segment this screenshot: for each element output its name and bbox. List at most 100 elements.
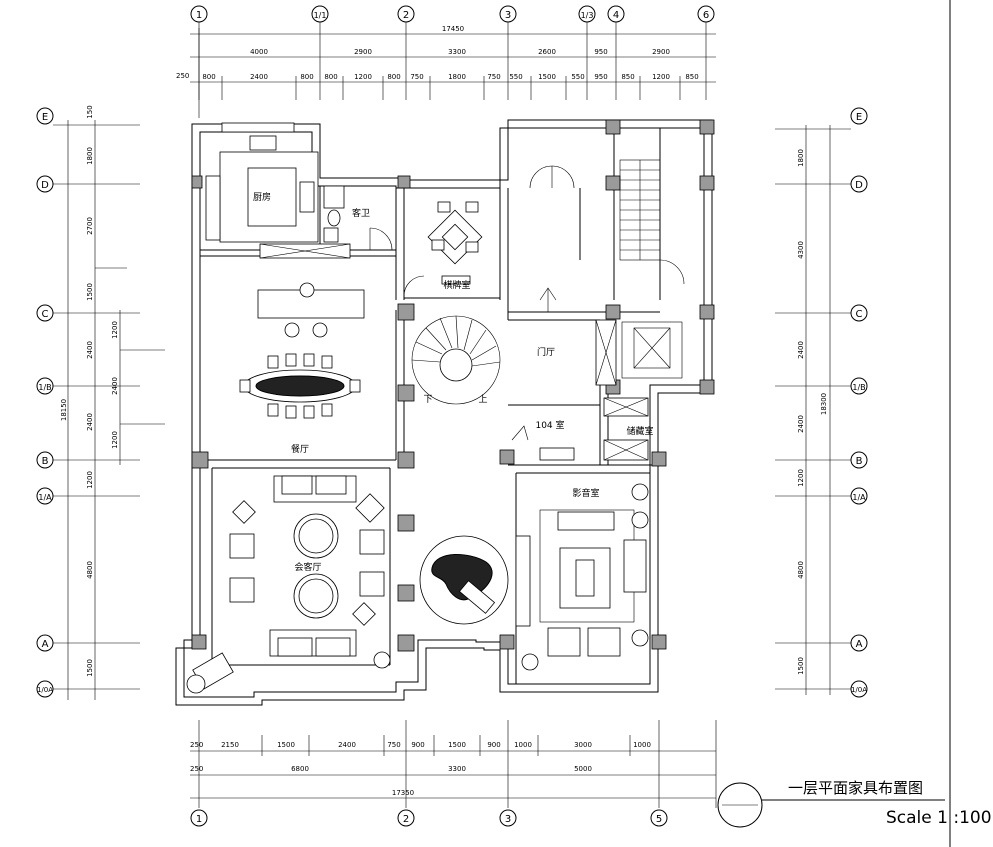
svg-text:2400: 2400 xyxy=(338,741,356,749)
svg-text:1800: 1800 xyxy=(448,73,466,81)
svg-text:5000: 5000 xyxy=(574,765,592,773)
dimensions-bottom: 250 2150 1500 2400 750 900 1500 900 1000… xyxy=(190,720,717,808)
axis-bubble-right-E: E xyxy=(775,107,868,130)
svg-text:1/B: 1/B xyxy=(852,383,865,392)
svg-text:D: D xyxy=(41,180,49,191)
svg-text:1: 1 xyxy=(196,814,202,825)
svg-text:2150: 2150 xyxy=(221,741,239,749)
svg-text:4300: 4300 xyxy=(797,241,805,259)
axis-bubble-right-1-B: 1/B xyxy=(775,377,868,395)
svg-text:950: 950 xyxy=(594,73,607,81)
svg-text:E: E xyxy=(42,112,48,123)
svg-text:1500: 1500 xyxy=(448,741,466,749)
svg-text:1200: 1200 xyxy=(797,469,805,487)
svg-text:3300: 3300 xyxy=(448,765,466,773)
dimensions-top: 17450 4000 2900 3300 2600 950 2900 250 8… xyxy=(176,25,716,100)
svg-text:1200: 1200 xyxy=(354,73,372,81)
svg-text:1/A: 1/A xyxy=(852,493,866,502)
svg-text:1200: 1200 xyxy=(111,321,119,339)
axis-bubble-left-E: E xyxy=(36,107,140,126)
stair-mark-up: 上 xyxy=(478,394,487,405)
axis-bubble-right-1-0A: 1/0A xyxy=(775,680,868,698)
room-label-104: 104 室 xyxy=(535,419,564,431)
svg-text:18150: 18150 xyxy=(60,399,68,421)
dimensions-left: 150 1800 2700 1500 2400 2400 1200 4800 1… xyxy=(60,105,165,700)
svg-text:750: 750 xyxy=(487,73,500,81)
svg-text:C: C xyxy=(42,309,49,320)
room-label-chess-room: 棋牌室 xyxy=(443,279,470,291)
dining-area: 餐厅 xyxy=(239,282,365,455)
svg-text:1200: 1200 xyxy=(86,471,94,489)
svg-text:2600: 2600 xyxy=(538,48,556,56)
storage-area: 储藏室 xyxy=(603,397,654,461)
room-label-foyer: 门厅 xyxy=(537,346,555,358)
svg-text:1/A: 1/A xyxy=(38,493,52,502)
svg-text:550: 550 xyxy=(571,73,584,81)
room-label-guest-wc: 客卫 xyxy=(352,207,370,219)
svg-text:3300: 3300 xyxy=(448,48,466,56)
svg-text:250: 250 xyxy=(176,72,189,80)
svg-text:18300: 18300 xyxy=(820,393,828,415)
foyer-area: 门厅 xyxy=(529,165,617,386)
axis-bubble-bottom-2: 2 xyxy=(397,809,415,827)
axis-bubble-left-A: A xyxy=(36,634,140,652)
svg-text:B: B xyxy=(42,456,49,467)
svg-text:1500: 1500 xyxy=(86,659,94,677)
room-label-dining: 餐厅 xyxy=(291,443,309,455)
svg-text:4: 4 xyxy=(613,10,619,21)
axis-bubbles-right: E D C 1/B B 1/A A 1/0A xyxy=(775,107,868,698)
axis-bubble-bottom-3: 3 xyxy=(499,809,517,827)
svg-text:6800: 6800 xyxy=(291,765,309,773)
svg-text:A: A xyxy=(856,639,863,650)
room-label-kitchen: 厨房 xyxy=(253,191,271,203)
spiral-stair: 下 上 xyxy=(411,315,501,405)
room-label-theater: 影音室 xyxy=(572,487,599,499)
axis-bubbles-left: E D C 1/B B 1/A A 1/0A xyxy=(36,107,140,698)
svg-text:17450: 17450 xyxy=(442,25,464,33)
axis-bubble-right-C: C xyxy=(775,304,868,322)
axis-bubbles-top: 1 1/1 2 3 1/3 4 6 xyxy=(190,5,715,118)
svg-text:800: 800 xyxy=(387,73,400,81)
room-label-living: 会客厅 xyxy=(294,561,321,573)
svg-text:2400: 2400 xyxy=(86,413,94,431)
svg-text:A: A xyxy=(42,639,49,650)
stair-mark-down: 下 xyxy=(423,395,432,405)
svg-text:2: 2 xyxy=(403,10,409,21)
kitchen-area: 厨房 xyxy=(205,122,351,259)
svg-text:E: E xyxy=(856,112,862,123)
svg-text:800: 800 xyxy=(202,73,215,81)
svg-text:250: 250 xyxy=(190,765,203,773)
svg-text:1500: 1500 xyxy=(86,283,94,301)
svg-text:1/0A: 1/0A xyxy=(851,686,867,694)
svg-text:3000: 3000 xyxy=(574,741,592,749)
svg-text:2700: 2700 xyxy=(86,217,94,235)
svg-text:17350: 17350 xyxy=(392,789,414,797)
svg-text:150: 150 xyxy=(86,105,94,118)
guest-wc-area: 客卫 xyxy=(323,185,393,251)
axis-bubble-top-3: 3 xyxy=(499,5,517,100)
title-block: 一层平面家具布置图 Scale 1 :100 xyxy=(717,779,992,828)
corner-balcony xyxy=(186,652,234,694)
svg-text:4800: 4800 xyxy=(797,561,805,579)
dimensions-right: 1800 4300 2400 2400 1200 4800 1500 18300 xyxy=(797,125,831,695)
room-label-storage: 储藏室 xyxy=(626,425,653,437)
svg-text:800: 800 xyxy=(324,73,337,81)
svg-text:1/1: 1/1 xyxy=(314,11,327,20)
svg-text:750: 750 xyxy=(387,741,400,749)
svg-text:2400: 2400 xyxy=(111,377,119,395)
svg-text:2900: 2900 xyxy=(652,48,670,56)
drawing-scale: Scale 1 :100 xyxy=(886,808,992,828)
living-room-area: 会客厅 xyxy=(229,475,391,669)
axis-bubble-top-6: 6 xyxy=(697,5,715,100)
axis-bubble-top-1-3: 1/3 xyxy=(578,5,596,100)
svg-text:2400: 2400 xyxy=(86,341,94,359)
axis-bubble-right-A: A xyxy=(775,634,868,652)
elevator-shaft xyxy=(621,321,683,379)
svg-text:1: 1 xyxy=(196,10,202,21)
svg-text:5: 5 xyxy=(656,814,662,825)
svg-text:1500: 1500 xyxy=(538,73,556,81)
axis-bubble-left-D: D xyxy=(36,175,140,193)
chess-room-area: 棋牌室 xyxy=(403,201,483,297)
svg-text:1500: 1500 xyxy=(277,741,295,749)
